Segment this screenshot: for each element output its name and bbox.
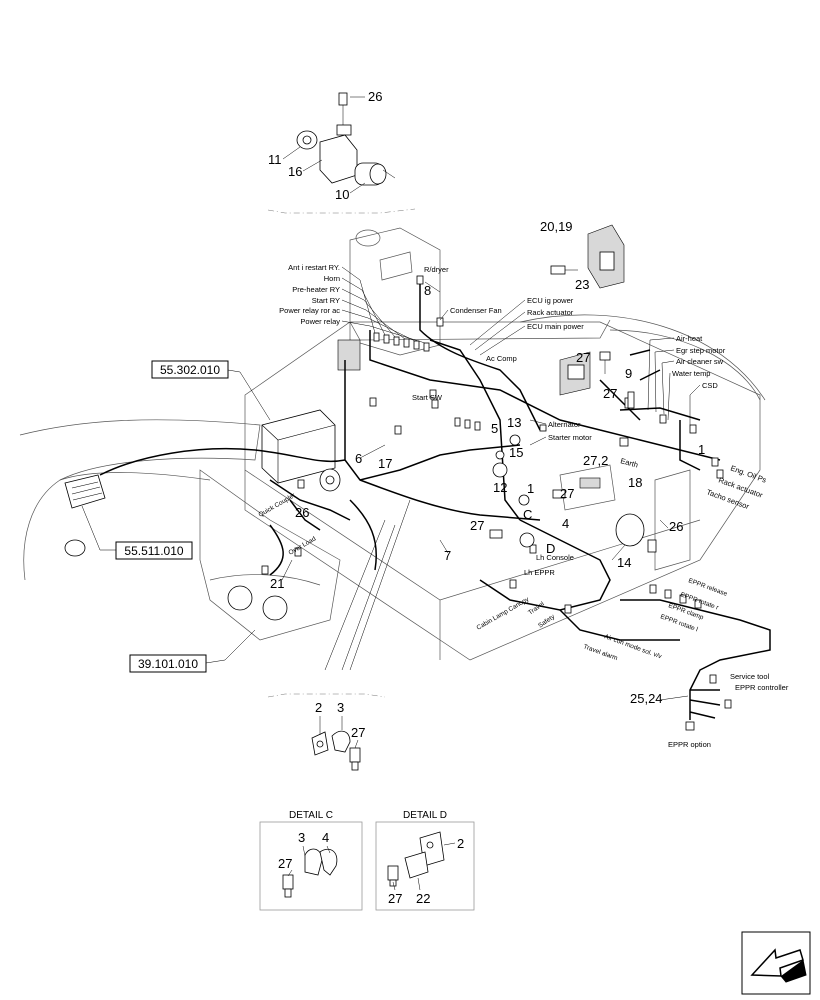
horn-bracket-assembly: [296, 92, 396, 186]
wire-harness: [99, 280, 771, 720]
callout-26: 26: [295, 505, 309, 520]
callout-5: 5: [491, 421, 498, 436]
label-preheater: Pre-heater RY: [292, 285, 340, 294]
svg-text:4: 4: [322, 830, 329, 845]
ref-box-55-302-010[interactable]: 55.302.010: [151, 360, 271, 421]
machine-frame: [19, 227, 766, 661]
callout-16: 16: [288, 164, 302, 179]
callout-27: 27: [470, 518, 484, 533]
callout-27: 27: [603, 386, 617, 401]
svg-text:55.302.010: 55.302.010: [160, 363, 220, 377]
callout-7: 7: [444, 548, 451, 563]
callout-11: 11: [268, 152, 282, 167]
label-ecu-main-power: ECU main power: [527, 322, 584, 331]
svg-text:3: 3: [298, 830, 305, 845]
label-air-heat: Air-heat: [676, 334, 703, 343]
callout-12: 12: [493, 480, 507, 495]
callout-4: 4: [562, 516, 569, 531]
label-water-temp: Water temp: [672, 369, 710, 378]
svg-text:27: 27: [278, 856, 292, 871]
label-alternator: Alternator: [548, 420, 581, 429]
label-ac-comp: Ac Comp: [486, 354, 517, 363]
svg-text:27: 27: [388, 891, 402, 906]
callout-21: 21: [270, 576, 284, 591]
callout-27: 27: [560, 486, 574, 501]
callout-26: 26: [368, 89, 382, 104]
ref-box-39-101-010[interactable]: 39.101.010: [129, 629, 256, 673]
label-power-relay-ac: Power relay ror ac: [279, 306, 340, 315]
callout-10: 10: [335, 187, 349, 202]
callout-15: 15: [509, 445, 523, 460]
svg-text:DETAIL C: DETAIL C: [289, 810, 333, 821]
label-rack-actuator: Rack actuator: [527, 308, 574, 317]
callout-D: D: [546, 541, 555, 556]
callout-23: 23: [575, 277, 589, 292]
label-service-tool: Service tool: [730, 672, 770, 681]
relay-box: [550, 224, 625, 289]
callout-1: 1: [698, 442, 705, 457]
callout-17: 17: [378, 456, 392, 471]
label-rdryer: R/dryer: [424, 265, 449, 274]
svg-text:55.511.010: 55.511.010: [124, 544, 183, 558]
label-csd: CSD: [702, 381, 718, 390]
label-egr-step-motor: Egr step motor: [676, 346, 726, 355]
callout-27: 27: [576, 350, 590, 365]
label-cabin-lamp-canopy: Cabin Lamp Canopy: [476, 596, 531, 632]
callout-6: 6: [355, 451, 362, 466]
svg-text:2: 2: [457, 836, 464, 851]
label-start-sw: Start SW: [412, 393, 443, 402]
label-air-cleaner-sw: Air cleaner sw: [676, 357, 724, 366]
label-safety: Safety: [537, 613, 557, 630]
label-horn: Horn: [324, 274, 340, 283]
bottom-bracket-assembly: [311, 730, 361, 771]
label-lh-console: Lh Console: [536, 553, 574, 562]
callout-20-19: 20,19: [540, 219, 573, 234]
callout-26: 26: [669, 519, 683, 534]
nav-arrow-icon[interactable]: [741, 931, 811, 995]
label-ant-restart: Ant i restart RY.: [288, 263, 340, 272]
callout-14: 14: [617, 555, 631, 570]
label-earth: Earth: [619, 456, 639, 469]
svg-text:22: 22: [416, 891, 430, 906]
label-start-ry: Start RY: [312, 296, 340, 305]
ref-box-55-511-010[interactable]: 55.511.010: [81, 505, 193, 560]
callout-13: 13: [507, 415, 521, 430]
callout-18: 18: [628, 475, 642, 490]
label-eppr-controller: EPPR controller: [735, 683, 789, 692]
callout-C: C: [523, 507, 532, 522]
callout-8: 8: [424, 283, 431, 298]
label-travel: Travel: [527, 600, 546, 616]
callout-25-24: 25,24: [630, 691, 663, 706]
label-lh-eppr: Lh EPPR: [524, 568, 555, 577]
label-ecu-ig-power: ECU ig power: [527, 296, 574, 305]
detail-d: DETAIL D 2 27 22: [375, 810, 475, 911]
callout-3: 3: [337, 700, 344, 715]
bolts: [489, 351, 657, 553]
detail-c: DETAIL C 3 4 27: [259, 810, 363, 911]
label-starter-motor: Starter motor: [548, 433, 592, 442]
label-travel-alarm: Travel alarm: [582, 643, 618, 662]
connectors: [261, 275, 732, 731]
label-power-relay: Power relay: [300, 317, 340, 326]
label-eppr-option: EPPR option: [668, 740, 711, 749]
label-condenser-fan: Condenser Fan: [450, 306, 502, 315]
svg-text:39.101.010: 39.101.010: [138, 657, 198, 671]
callout-1: 1: [527, 481, 534, 496]
callout-27: 27: [351, 725, 365, 740]
callout-27-2: 27,2: [583, 453, 608, 468]
callout-2: 2: [315, 700, 322, 715]
callout-9: 9: [625, 366, 632, 381]
svg-text:DETAIL D: DETAIL D: [403, 810, 447, 821]
relay-labels: Ant i restart RY. Horn Pre-heater RY Sta…: [279, 263, 426, 344]
label-quick-coupler: Quick Coupler: [258, 492, 298, 519]
